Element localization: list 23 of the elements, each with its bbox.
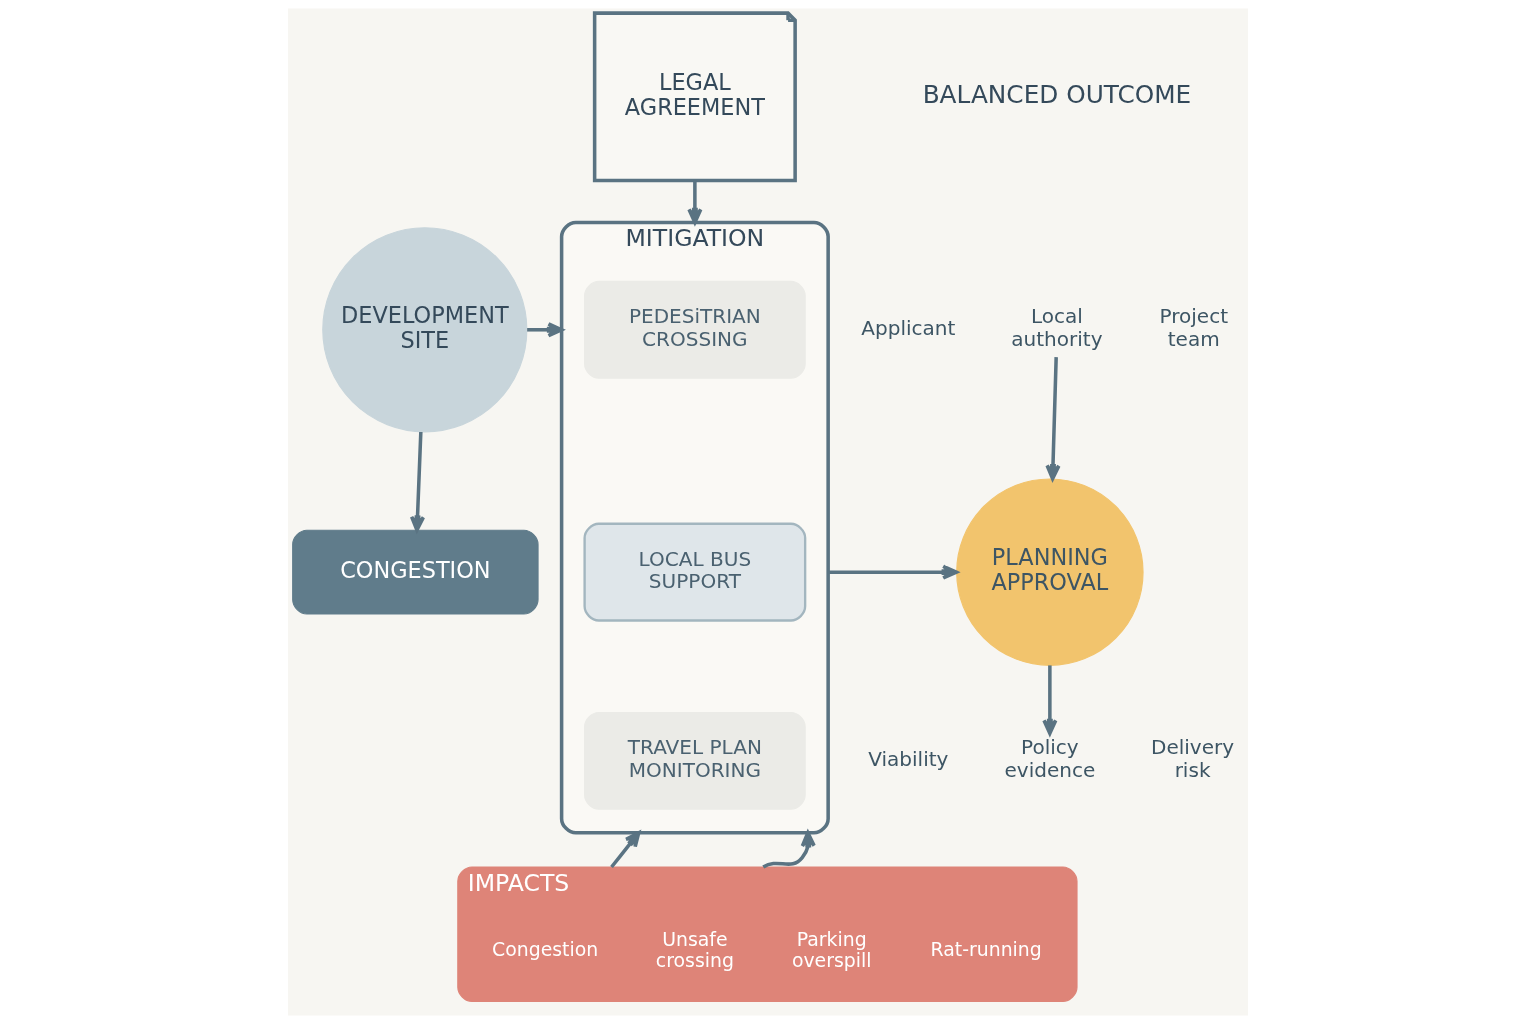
node-circle: DEVELOPMENT SITE	[322, 227, 528, 433]
arrow	[828, 564, 959, 580]
node-text: Congestion	[492, 938, 599, 961]
node-box: LOCAL BUS SUPPORT	[583, 522, 807, 622]
arrow	[1042, 665, 1058, 736]
node-text: Parking overspill	[791, 927, 872, 971]
label: BALANCED OUTCOME	[922, 80, 1192, 110]
arrow	[687, 180, 703, 225]
arrow	[762, 831, 816, 869]
node-text: Unsafe crossing	[655, 927, 734, 971]
node-circle: PLANNING APPROVAL	[956, 478, 1144, 666]
node-text: Local authority	[1011, 304, 1103, 351]
node-text: Viability	[868, 746, 949, 771]
node-box: CONGESTION	[292, 529, 539, 615]
node-text: Project team	[1159, 304, 1229, 351]
arrow	[527, 322, 564, 338]
node-text: Rat-running	[930, 938, 1042, 961]
arrow	[1045, 357, 1061, 481]
node-text: Delivery risk	[1150, 735, 1235, 782]
node-text: Applicant	[861, 315, 956, 340]
arrow	[409, 432, 426, 532]
arrow	[610, 831, 641, 869]
node-text: Policy evidence	[1004, 735, 1096, 782]
